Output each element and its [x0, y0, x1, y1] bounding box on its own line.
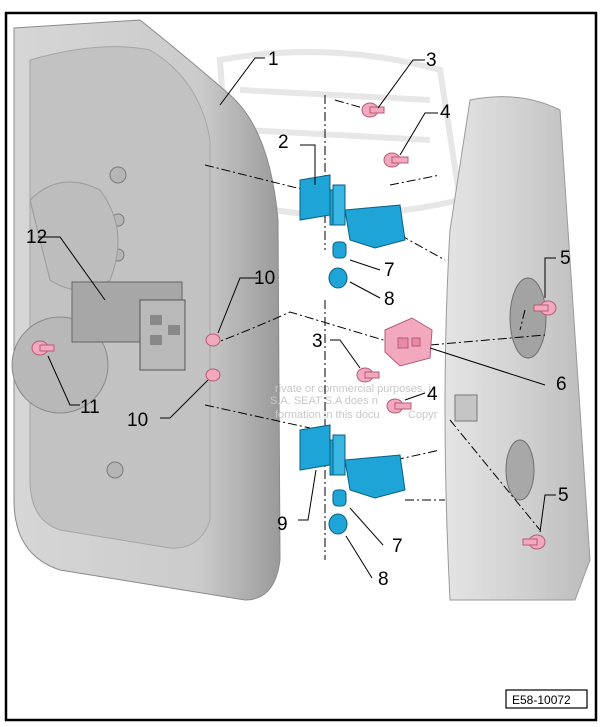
callout-3-upper: 3 [426, 50, 437, 71]
svg-text:S.A. SEAT S.A does n: S.A. SEAT S.A does n [270, 395, 378, 407]
upper-hinge [299, 174, 406, 249]
door-check-strap [384, 317, 433, 367]
callout-9: 9 [277, 514, 288, 535]
callout-3-lower: 3 [312, 331, 323, 352]
callout-10-lower: 10 [127, 410, 148, 431]
callout-5-lower: 5 [558, 485, 569, 506]
svg-text:formation in this docu: formation in this docu [275, 409, 380, 421]
callouts: 1 2 3 3 4 4 5 5 6 7 7 8 8 9 10 10 11 12 [26, 49, 571, 590]
watermark-text: rivate or commercial purposes, i S.A. SE… [270, 383, 438, 421]
callout-1: 1 [268, 49, 279, 70]
lower-hinge [299, 424, 406, 499]
callout-5-upper: 5 [560, 248, 571, 269]
svg-text:Copyr: Copyr [408, 409, 438, 421]
callout-7-lower: 7 [392, 536, 403, 557]
bolts [31, 102, 557, 550]
callout-8-upper: 8 [384, 289, 395, 310]
callout-4-lower: 4 [427, 384, 438, 405]
callout-6: 6 [556, 374, 567, 395]
callout-7-upper: 7 [384, 260, 395, 281]
callout-4-upper: 4 [440, 102, 451, 123]
callout-10-upper: 10 [254, 268, 275, 289]
door-lock-module [71, 281, 186, 371]
callout-8-lower: 8 [378, 569, 389, 590]
alignment-lines [204, 95, 546, 560]
body-pillar [444, 96, 591, 601]
reference-code-box: E58-10072 [505, 689, 588, 709]
svg-text:rivate or commercial purposes,: rivate or commercial purposes, i [275, 383, 431, 395]
callout-12: 12 [26, 227, 47, 248]
leader-lines [38, 57, 556, 579]
callout-2: 2 [278, 132, 289, 153]
hinge-bushings [328, 241, 348, 535]
reference-code: E58-10072 [512, 693, 571, 707]
callout-11: 11 [80, 397, 100, 418]
